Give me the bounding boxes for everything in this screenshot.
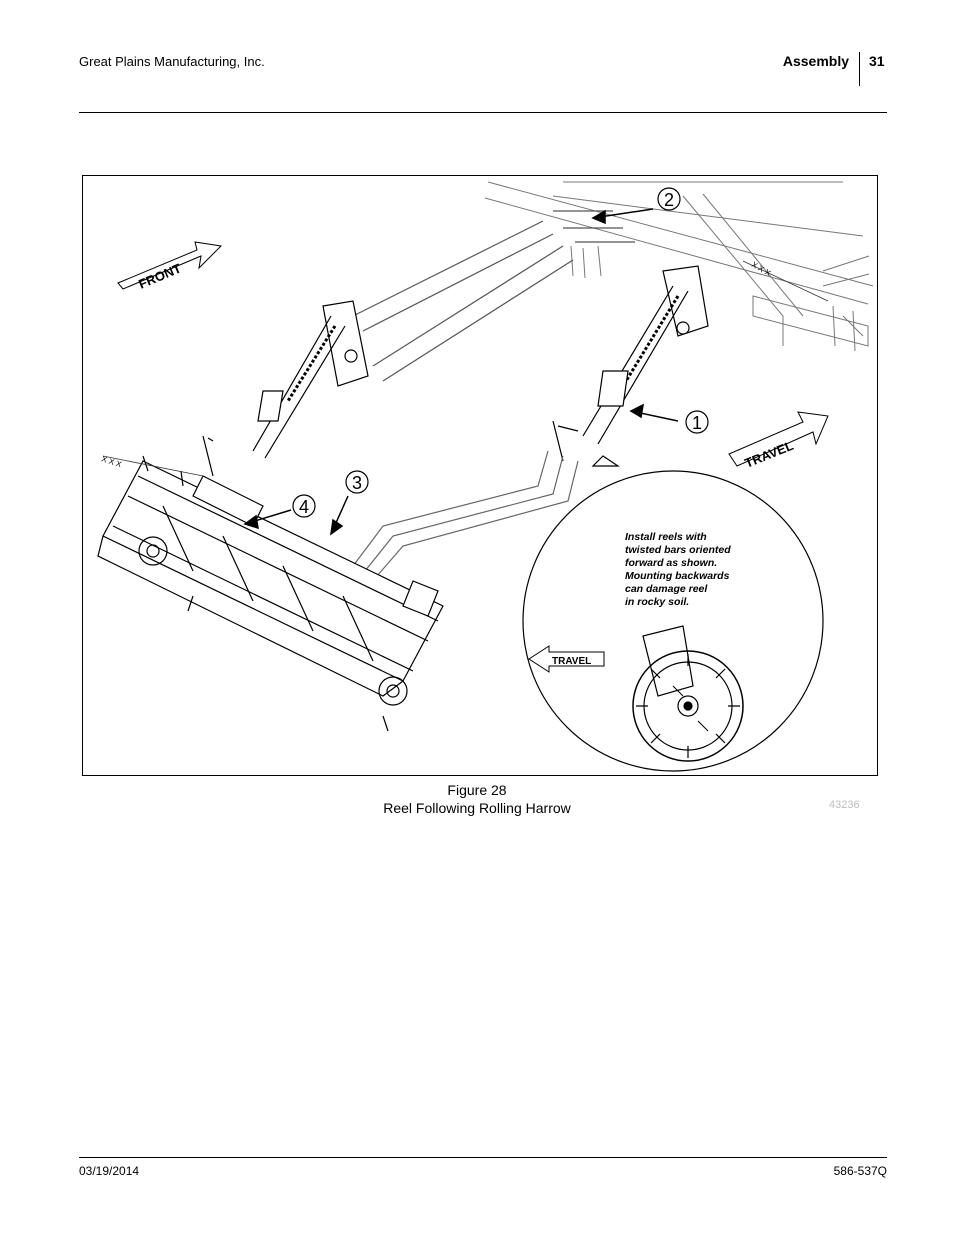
callout-leaders (243, 208, 679, 536)
reel-assembly-drawing: X X X X X X FRONT TRAVEL 1 (97, 181, 874, 772)
callout-1-label: 1 (692, 413, 702, 433)
callout-2: 2 (657, 187, 681, 211)
detail-view (522, 470, 824, 772)
callout-4-label: 4 (299, 497, 309, 517)
footer-date: 03/19/2014 (79, 1164, 140, 1178)
detail-note-line-3: forward as shown. (625, 557, 717, 569)
right-spring-arm (552, 265, 709, 467)
footer-doc-number: 586-537Q (833, 1164, 887, 1178)
front-arrow (117, 241, 223, 290)
detail-note-line-6: in rocky soil. (625, 596, 689, 608)
detail-note-line-2: twisted bars oriented (625, 544, 731, 556)
section-title: Assembly (782, 53, 849, 69)
callout-3: 3 (345, 470, 369, 494)
detail-note-line-1: Install reels with (625, 531, 707, 543)
figure-number: Figure 28 (447, 782, 507, 798)
dimension-lines (102, 260, 829, 477)
footer-rule (79, 1157, 887, 1158)
header-rule (79, 112, 887, 113)
left-spring-arm (202, 300, 369, 477)
detail-note-line-4: Mounting backwards (625, 570, 730, 582)
figure-frame: X X X X X X FRONT TRAVEL 1 (82, 175, 878, 776)
callout-2-label: 2 (664, 190, 674, 210)
page-number: 31 (869, 53, 885, 69)
detail-note-line-5: can damage reel (625, 583, 708, 595)
travel-arrow-main (728, 411, 829, 467)
travel-arrow-detail-label: TRAVEL (552, 656, 591, 667)
dimension-mark-left: X X X (100, 454, 123, 469)
callout-1: 1 (685, 410, 709, 434)
figure-id: 43236 (829, 799, 860, 811)
figure-title: Reel Following Rolling Harrow (383, 800, 571, 816)
callout-3-label: 3 (352, 473, 362, 493)
detail-note: Install reels with twisted bars oriented… (625, 531, 731, 608)
support-arms (352, 210, 635, 382)
company-name: Great Plains Manufacturing, Inc. (79, 54, 265, 69)
extension-bars (352, 450, 579, 577)
callout-4: 4 (292, 494, 316, 518)
toolbar-frame (484, 181, 874, 352)
header-divider (859, 52, 860, 86)
travel-arrow-detail (528, 645, 605, 673)
reel-body (97, 455, 444, 732)
